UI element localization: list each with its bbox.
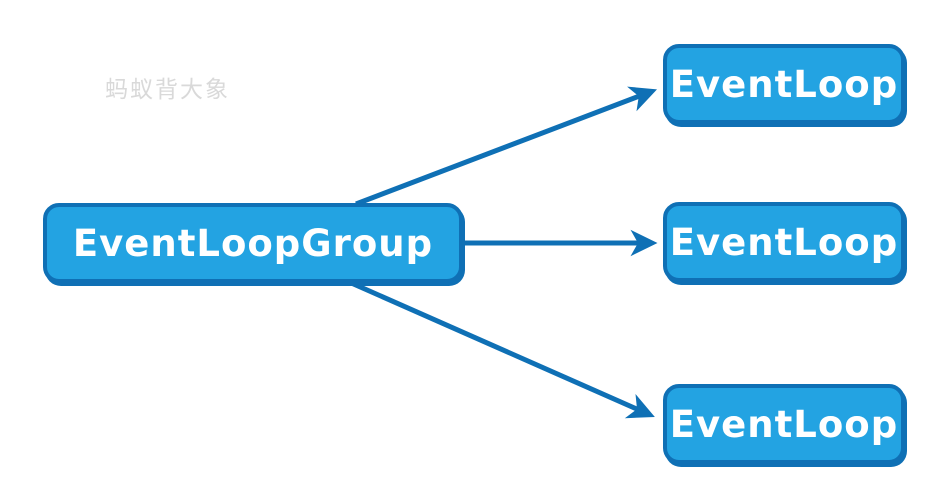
- node-eventloop-top-label: EventLoop: [669, 62, 899, 106]
- watermark-text: 蚂蚁背大象: [105, 77, 230, 103]
- arrow-to-eventloop-bottom: [347, 279, 655, 419]
- node-eventloopgroup-label: EventLoopGroup: [72, 221, 434, 265]
- node-eventloop-top: EventLoop: [663, 44, 905, 124]
- node-eventloop-bottom-label: EventLoop: [669, 402, 899, 446]
- node-eventloop-bottom: EventLoop: [663, 384, 905, 464]
- node-eventloopgroup: EventLoopGroup: [43, 203, 463, 283]
- node-eventloop-middle-label: EventLoop: [669, 220, 899, 264]
- arrow-to-eventloop-top: [355, 86, 658, 207]
- node-eventloop-middle: EventLoop: [663, 202, 905, 282]
